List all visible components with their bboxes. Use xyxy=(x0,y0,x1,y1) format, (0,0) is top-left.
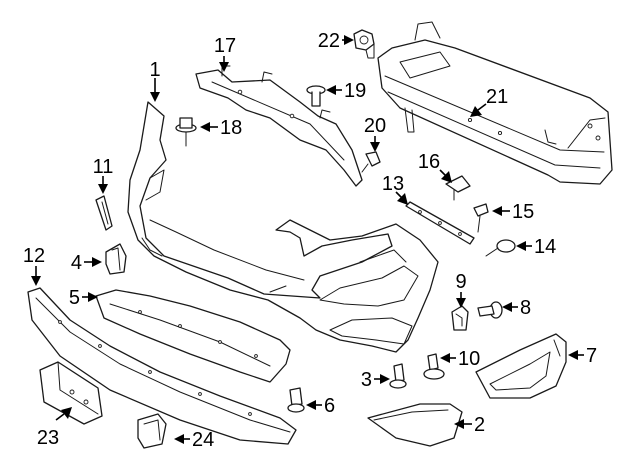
callout-9: 9 xyxy=(455,271,466,293)
part-22-nut xyxy=(353,29,375,59)
part-10-pin xyxy=(423,353,445,380)
callout-17: 17 xyxy=(214,35,236,57)
callout-4: 4 xyxy=(71,252,82,274)
part-6-bolt xyxy=(287,387,305,413)
part-24-bracket xyxy=(137,413,167,449)
callout-5: 5 xyxy=(69,287,80,309)
part-7-bezel xyxy=(475,333,567,399)
callout-labels: 1 2 3 4 5 6 7 8 9 10 11 12 13 14 15 16 1… xyxy=(23,30,597,451)
callout-7: 7 xyxy=(586,345,597,367)
part-5-deflector xyxy=(95,289,291,383)
callout-11: 11 xyxy=(93,156,114,178)
callout-3: 3 xyxy=(361,369,372,391)
part-23-license-bracket xyxy=(39,361,103,425)
callout-13: 13 xyxy=(382,173,404,195)
callout-21: 21 xyxy=(486,86,508,108)
part-4-clip xyxy=(105,243,127,275)
part-1-bumper-cover xyxy=(127,101,439,353)
callout-8: 8 xyxy=(520,297,531,319)
callout-19: 19 xyxy=(344,80,366,102)
part-2-lower-cover xyxy=(367,403,463,447)
callout-6: 6 xyxy=(324,395,335,417)
part-14-screw xyxy=(485,239,516,257)
leader-lines xyxy=(31,35,584,444)
callout-1: 1 xyxy=(149,59,160,81)
callout-15: 15 xyxy=(512,201,534,223)
callout-2: 2 xyxy=(474,414,485,436)
part-13-strip xyxy=(405,201,475,245)
callout-23: 23 xyxy=(37,427,59,449)
part-12-valance xyxy=(27,287,297,445)
callout-22: 22 xyxy=(318,30,340,52)
part-16-bracket xyxy=(445,175,471,201)
part-21-reinforcement-beam xyxy=(377,21,613,185)
part-3-screw xyxy=(389,363,407,389)
callout-14: 14 xyxy=(534,236,556,258)
callout-16: 16 xyxy=(418,151,440,173)
callout-10: 10 xyxy=(458,348,480,370)
callout-24: 24 xyxy=(192,429,214,451)
part-11-support xyxy=(95,195,113,231)
callout-18: 18 xyxy=(220,117,242,139)
part-18-bolt xyxy=(175,117,197,147)
part-15-pin xyxy=(473,203,489,233)
callout-20: 20 xyxy=(364,115,386,137)
part-20-screw xyxy=(361,151,381,173)
part-9-clip xyxy=(451,305,469,331)
callout-12: 12 xyxy=(23,245,45,267)
part-8-bolt xyxy=(477,301,503,319)
part-19-bolt xyxy=(306,85,326,107)
